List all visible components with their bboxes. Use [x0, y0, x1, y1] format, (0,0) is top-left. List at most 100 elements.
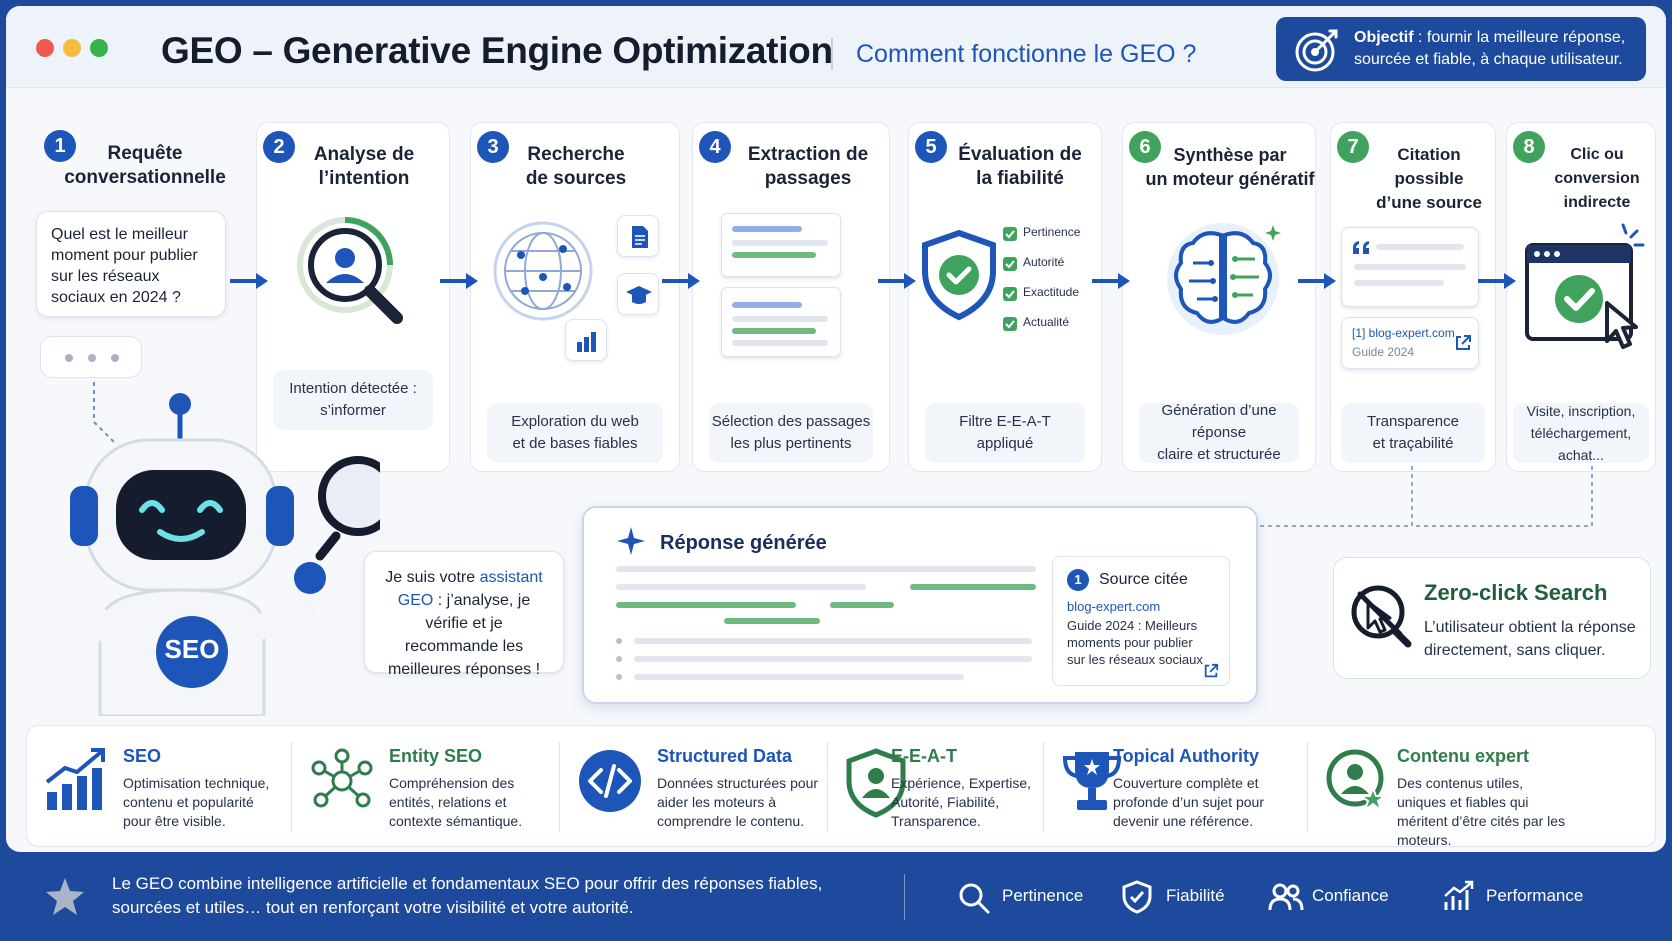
- feature-eeat-title: E-E-A-T: [891, 746, 957, 766]
- connector-dashed: [93, 382, 115, 443]
- check-icon: [1003, 257, 1017, 271]
- feature-contenu-expert: Contenu expert Des contenus utiles, uniq…: [1309, 726, 1657, 848]
- quote-icon: [1353, 241, 1369, 254]
- check-label-pertinence: Pertinence: [1023, 225, 1081, 239]
- graduation-cap-icon: [617, 273, 659, 315]
- check-label-actualite: Actualité: [1023, 315, 1070, 329]
- external-link-icon: [1456, 335, 1471, 350]
- search-icon: [959, 883, 990, 914]
- expert-badge-icon: [1326, 749, 1389, 813]
- users-icon: [1268, 883, 1304, 911]
- features-panel: SEO Optimisation technique, contenu et p…: [26, 725, 1657, 848]
- sparkle-icon: [617, 527, 645, 555]
- step-4-number: 4: [699, 131, 731, 163]
- arrow-right-icon: [1478, 273, 1516, 289]
- connector-dashed: [1256, 466, 1593, 527]
- step-8-number: 8: [1513, 131, 1545, 163]
- arrow-right-icon: [1298, 273, 1336, 289]
- step-7-number: 7: [1337, 131, 1369, 163]
- response-title: Réponse générée: [660, 532, 827, 554]
- shield-check-icon: [1122, 880, 1152, 914]
- globe-network-icon: [493, 221, 593, 321]
- zero-click-title: Zero-click Search: [1424, 580, 1608, 605]
- code-icon: [579, 750, 641, 812]
- objective-text: Objectif : fournir la meilleure réponse,…: [1354, 29, 1626, 68]
- source-domain: blog-expert.com: [1067, 599, 1161, 614]
- arrow-right-icon: [230, 273, 268, 289]
- arrow-right-icon: [440, 273, 478, 289]
- trophy-icon: [1062, 752, 1122, 810]
- footer-banner: Le GEO combine intelligence artificielle…: [0, 852, 1672, 941]
- feature-structured-data: Structured Data Données structurées pour…: [561, 726, 825, 848]
- feature-seo: SEO Optimisation technique, contenu et p…: [27, 726, 289, 848]
- feature-eeat-description: Expérience, Expertise, Autorité, Fiabili…: [891, 775, 1032, 829]
- ai-brain-icon: [1167, 223, 1281, 335]
- close-window-button[interactable]: [36, 39, 54, 57]
- star-icon: [46, 878, 84, 915]
- no-click-icon: [1351, 585, 1412, 648]
- generated-response-panel: Réponse générée 1 Source citée blog-expe…: [582, 506, 1258, 704]
- step-2-number: 2: [263, 131, 295, 163]
- quote-card: [1341, 227, 1479, 307]
- assistant-bubble: Je suis votre assistant GEO : j’analyse,…: [364, 551, 564, 678]
- feature-entity-seo-description: Compréhension des entités, relations et …: [389, 775, 523, 829]
- zero-click-description: L’utilisateur obtient la réponse directe…: [1424, 619, 1636, 659]
- zero-click-card: Zero-click Search L’utilisateur obtient …: [1333, 557, 1651, 679]
- citation-card[interactable]: [1] blog-expert.com Guide 2024: [1341, 317, 1479, 369]
- citation-sub: Guide 2024: [1352, 345, 1415, 359]
- passage-card-2: [721, 287, 841, 357]
- browser-click-icon: [1525, 223, 1645, 349]
- growth-chart-icon: [45, 748, 105, 810]
- cited-source-card[interactable]: 1 Source citée blog-expert.com Guide 202…: [1052, 556, 1230, 686]
- arrow-right-icon: [878, 273, 916, 289]
- shield-check-icon: [922, 229, 996, 321]
- source-label: Source citée: [1099, 571, 1188, 588]
- external-link-icon: [1204, 663, 1219, 678]
- feature-contenu-expert-description: Des contenus utiles, uniques et fiables …: [1397, 775, 1566, 848]
- check-icon: [1003, 287, 1017, 301]
- typing-indicator: [40, 336, 142, 378]
- seo-badge: SEO: [164, 634, 220, 664]
- query-bubble: Quel est le meilleur moment pour publier…: [36, 211, 226, 317]
- title-separator: [831, 38, 833, 70]
- target-icon: [1295, 29, 1338, 72]
- feature-seo-title: SEO: [123, 746, 162, 766]
- magnifier-user-icon: [297, 217, 403, 324]
- document-icon: [617, 215, 659, 257]
- feature-seo-description: Optimisation technique, contenu et popul…: [123, 775, 270, 829]
- step-1-number: 1: [44, 130, 76, 162]
- page-title: GEO – Generative Engine Optimization: [161, 30, 833, 71]
- feature-topical-authority: Topical Authority Couverture complète et…: [1045, 726, 1305, 848]
- check-label-exactitude: Exactitude: [1023, 285, 1080, 299]
- step-5-number: 5: [915, 131, 947, 163]
- step-8-caption: Visite, inscription,téléchargement, acha…: [1513, 403, 1649, 463]
- feature-entity-seo: Entity SEO Compréhension des entités, re…: [293, 726, 557, 848]
- check-label-autorite: Autorité: [1023, 255, 1065, 269]
- footer-text: Le GEO combine intelligence artificielle…: [112, 874, 823, 917]
- maximize-window-button[interactable]: [90, 39, 108, 57]
- arrow-right-icon: [1092, 273, 1130, 289]
- minimize-window-button[interactable]: [63, 39, 81, 57]
- step-6-number: 6: [1129, 131, 1161, 163]
- feature-topical-authority-title: Topical Authority: [1113, 746, 1259, 766]
- source-number: 1: [1067, 569, 1089, 591]
